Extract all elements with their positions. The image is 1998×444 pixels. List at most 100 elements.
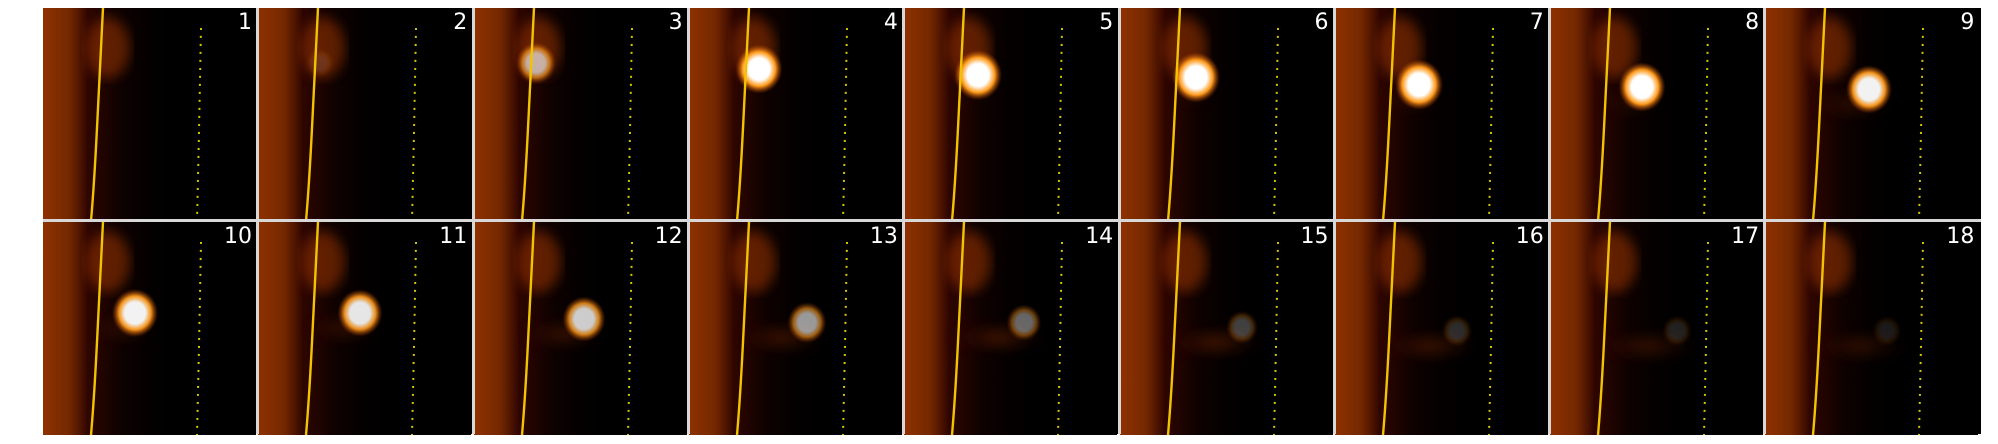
glow-patch [1593,18,1638,78]
frame-image [43,8,256,221]
solid-boundary-line [520,8,535,221]
bright-blob [112,288,158,338]
frame-image [43,222,256,435]
frame-panel: 7 [1334,8,1548,221]
glow-patch [1808,232,1853,292]
solid-boundary-line [305,8,320,221]
column-divider [1117,8,1121,434]
frame-number-label: 15 [1300,224,1329,249]
solid-boundary-line [89,222,105,435]
glow-patch [1162,232,1207,292]
frame-image [473,222,687,435]
frame-number-label: 16 [1515,224,1544,249]
frame-image [1334,8,1548,221]
solid-boundary-line [89,8,105,221]
bright-blob [735,44,783,94]
frame-image [258,8,472,221]
frame-panel: 16 [1334,222,1548,435]
bright-blob [1441,315,1472,347]
frame-panel: 1 [43,8,256,221]
frame-panel: 12 [473,222,687,435]
solid-boundary-line [1166,222,1181,435]
frame-image [1550,8,1764,221]
frame-number-label: 9 [1960,10,1975,35]
solid-boundary-line [1381,8,1396,221]
frame-panel: 9 [1765,8,1979,221]
frame-number-label: 3 [668,10,683,35]
frame-panel: 18 [1765,222,1979,435]
frame-number-label: 12 [654,224,683,249]
frame-number-label: 13 [869,224,898,249]
frame-panel: 3 [473,8,687,221]
frame-panel: 11 [258,222,472,435]
frame-image [1765,222,1979,435]
column-divider [471,8,475,434]
frame-panel: 14 [904,222,1118,435]
bright-blob [515,42,556,84]
frame-number-label: 18 [1946,224,1975,249]
bright-blob [1171,52,1220,103]
frame-image [258,222,472,435]
frame-panel: 17 [1550,222,1764,435]
solid-boundary-line [1812,8,1827,221]
solid-boundary-line [735,8,751,221]
frame-panel: 6 [1119,8,1333,221]
column-divider [1548,8,1552,434]
glow-patch [86,18,130,78]
frame-image [1334,222,1548,435]
frame-panel: 10 [43,222,256,435]
frame-number-label: 4 [883,10,898,35]
frame-image [904,8,1118,221]
solid-boundary-line [1812,222,1827,435]
glow-patch [86,232,130,292]
bright-blob [305,47,335,79]
column-divider [686,8,690,434]
frame-panel: 2 [258,8,472,221]
bright-blob [1846,65,1893,114]
frame-number-label: 11 [439,224,468,249]
column-divider [902,8,906,434]
glow-patch [731,232,776,292]
column-divider [1763,8,1767,434]
solid-boundary-line [305,222,320,435]
solid-boundary-line [735,222,751,435]
frame-number-label: 5 [1099,10,1114,35]
frame-number-label: 14 [1085,224,1114,249]
frame-image [1550,222,1764,435]
bright-blob [337,289,383,337]
bright-blob [1225,310,1258,345]
frame-number-label: 7 [1529,10,1544,35]
frame-image [1119,8,1333,221]
frame-number-label: 6 [1314,10,1329,35]
frame-image [473,8,687,221]
frame-image [904,222,1118,435]
glow-patch [301,232,346,292]
glow-patch [1593,232,1638,292]
solid-boundary-line [1596,222,1612,435]
glow-patch [1377,232,1422,292]
bright-blob [787,302,827,344]
frame-panel: 15 [1119,222,1333,435]
frame-image [688,8,902,221]
frame-number-label: 1 [238,10,252,35]
bright-blob [562,296,606,342]
bright-blob [954,49,1003,101]
frame-number-label: 17 [1731,224,1760,249]
bright-blob [1872,315,1902,347]
frame-image [688,222,902,435]
solid-boundary-line [1166,8,1181,221]
frame-image [1119,222,1333,435]
frame-panel: 4 [688,8,902,221]
column-divider [1332,8,1336,434]
frame-image [1765,8,1979,221]
frame-panel: 8 [1550,8,1764,221]
bright-blob [1006,304,1042,341]
frame-number-label: 2 [453,10,468,35]
glow-patch [516,232,561,292]
solid-boundary-line [950,222,966,435]
glow-patch [1808,18,1853,78]
bright-blob [1662,315,1692,347]
solid-boundary-line [1596,8,1612,221]
